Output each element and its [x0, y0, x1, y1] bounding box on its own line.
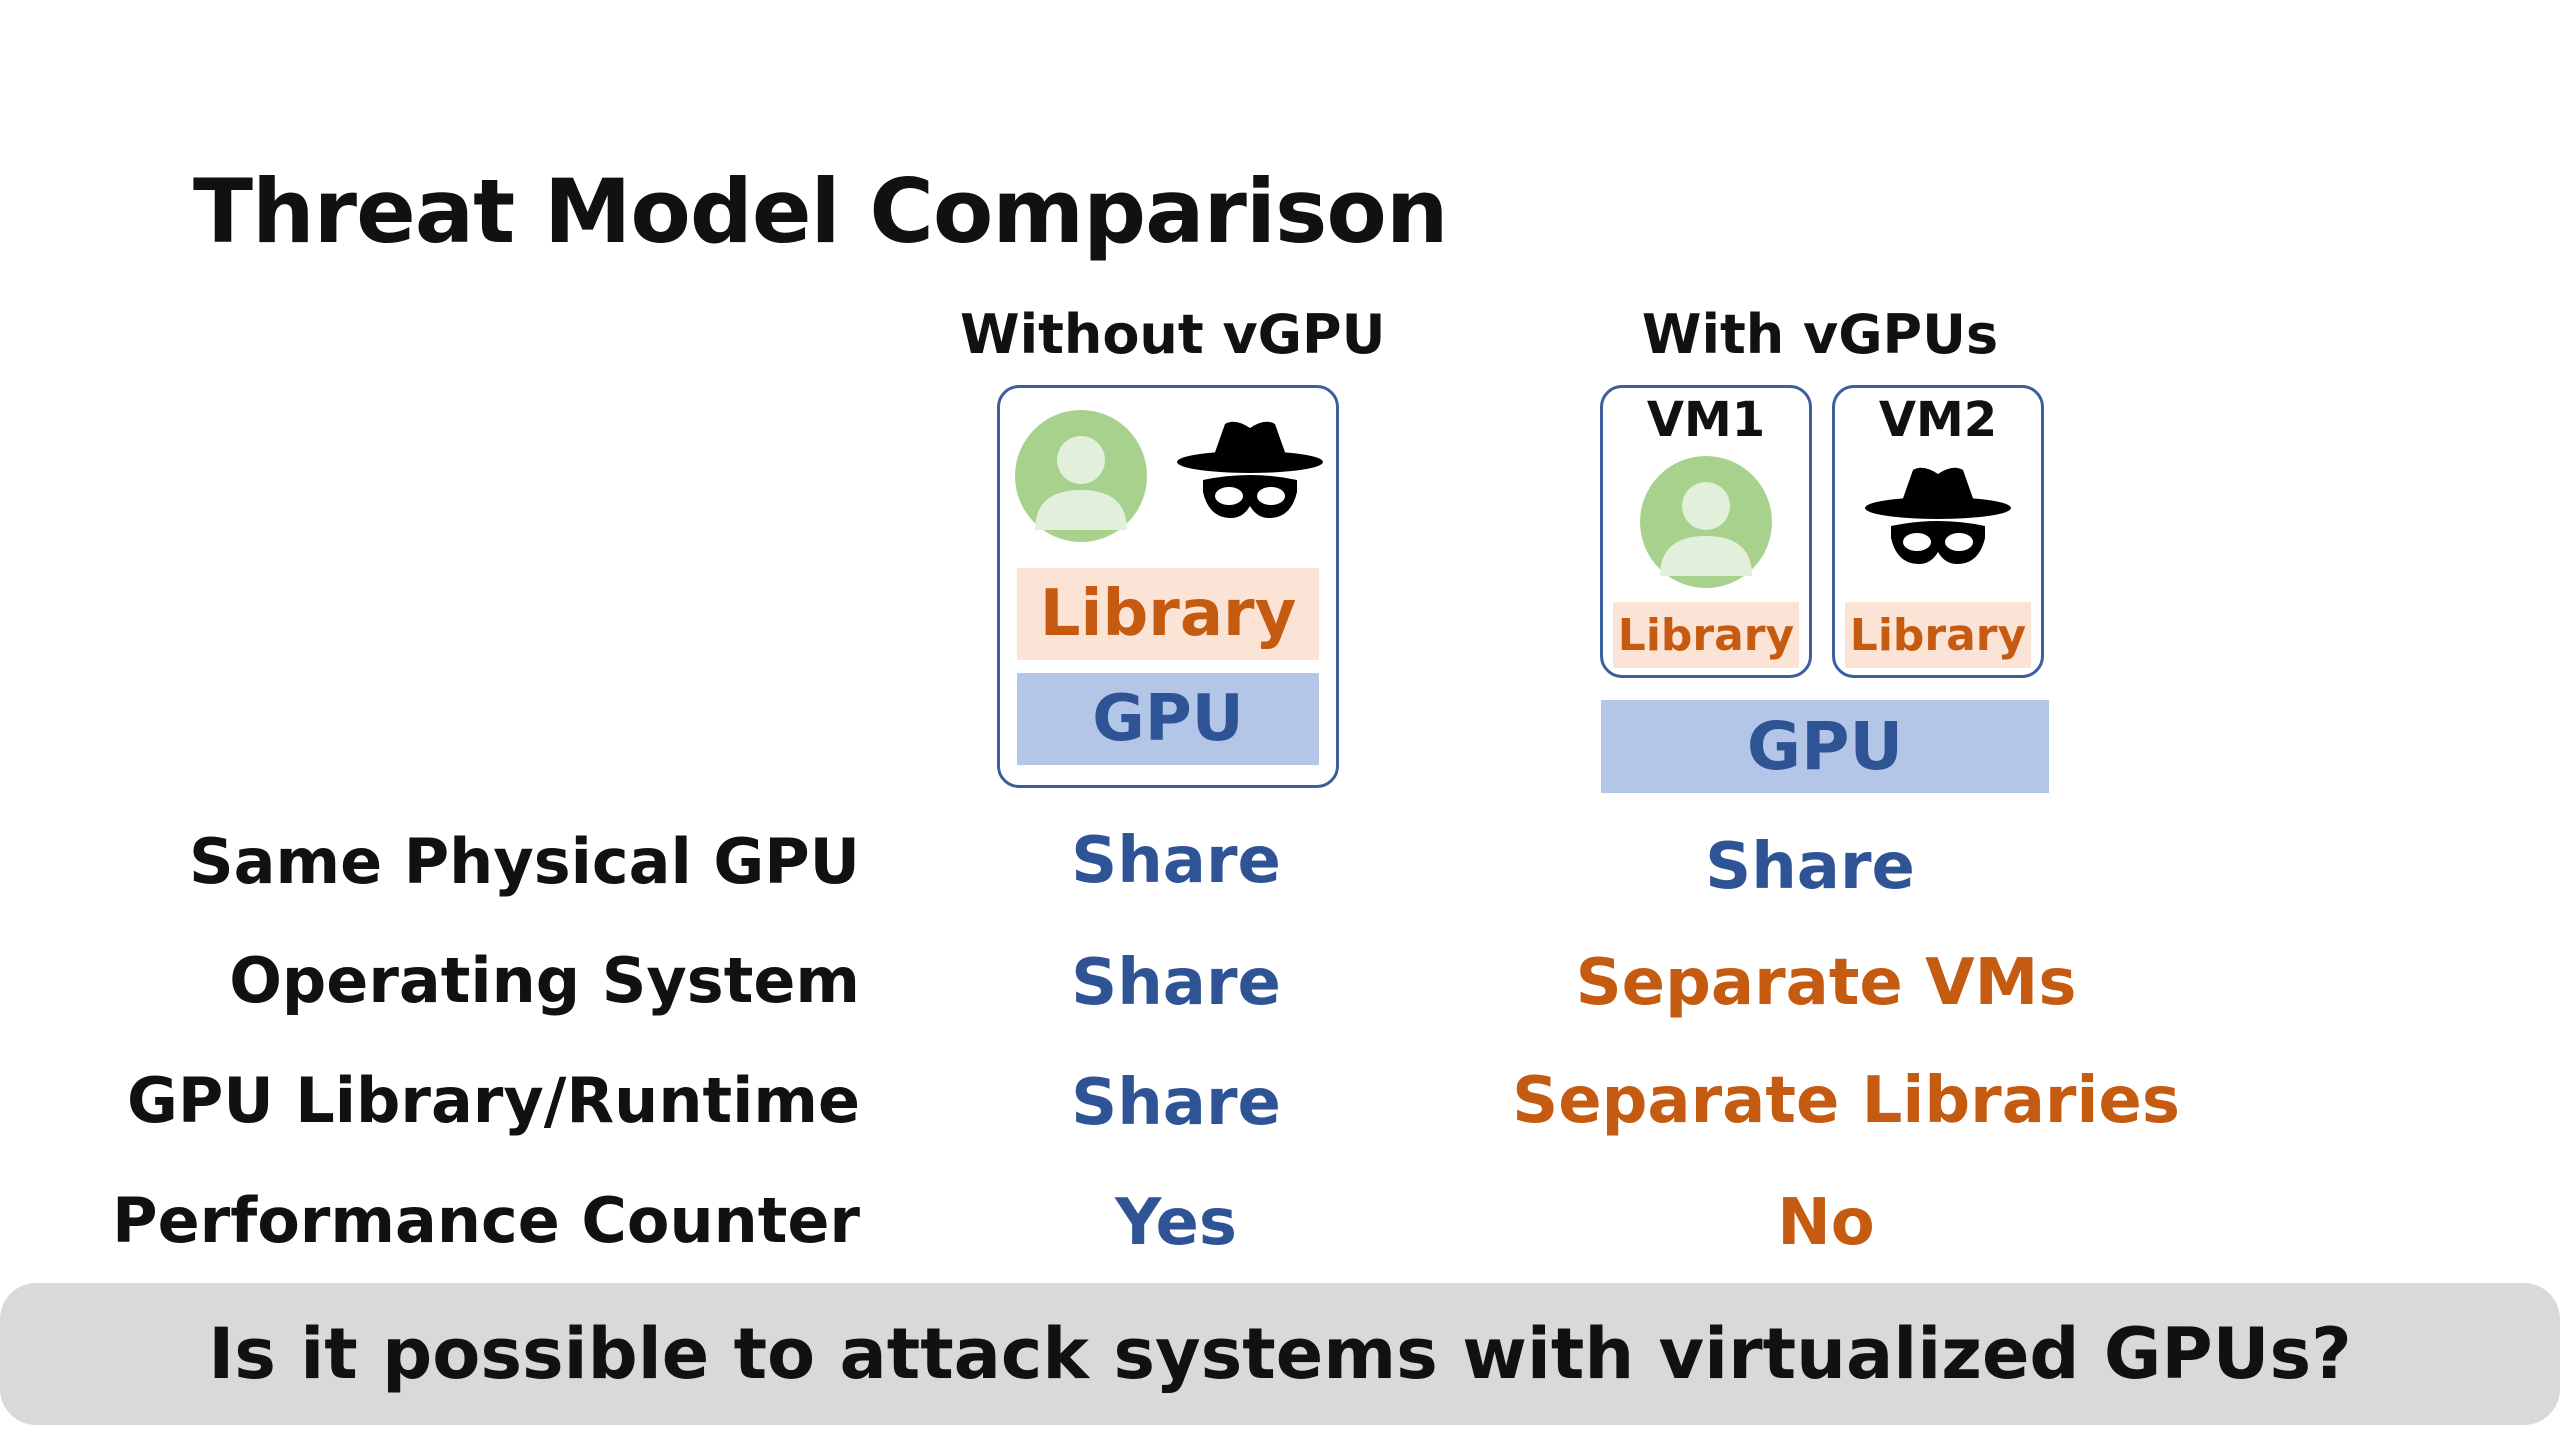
- vm1-label: VM1: [1646, 392, 1766, 448]
- gpu-box: GPU: [1017, 673, 1319, 765]
- without-value-gpu-library-runtime: Share: [1071, 1066, 1281, 1140]
- library-box: Library: [1017, 568, 1319, 660]
- user-avatar-icon: [1015, 410, 1147, 542]
- row-label-gpu-library-runtime: GPU Library/Runtime: [126, 1064, 860, 1137]
- spy-hat-mask-icon: [1865, 467, 2011, 564]
- vm2-card: VM2 Library: [1832, 385, 2044, 678]
- vm1-library-box: Library: [1613, 602, 1799, 668]
- with-value-performance-counter: No: [1777, 1186, 1875, 1260]
- bottom-question-text: Is it possible to attack systems with vi…: [208, 1313, 2352, 1395]
- without-value-operating-system: Share: [1071, 946, 1281, 1020]
- with-value-operating-system: Separate VMs: [1575, 946, 2077, 1020]
- spy-hat-mask-icon: [1177, 421, 1323, 518]
- with-value-same-physical-gpu: Share: [1705, 830, 1915, 904]
- bottom-question-bar: Is it possible to attack systems with vi…: [0, 1283, 2560, 1425]
- vm1-card: VM1 Library: [1600, 385, 1812, 678]
- row-label-operating-system: Operating System: [229, 944, 860, 1017]
- row-label-performance-counter: Performance Counter: [112, 1184, 860, 1257]
- without-vgpu-card: Library GPU: [997, 385, 1339, 788]
- row-label-same-physical-gpu: Same Physical GPU: [189, 825, 860, 898]
- column-heading-without-vgpu: Without vGPU: [960, 303, 1386, 366]
- with-value-gpu-library-runtime: Separate Libraries: [1512, 1064, 2180, 1138]
- shared-gpu-box: GPU: [1601, 700, 2049, 793]
- vm2-label: VM2: [1878, 392, 1998, 448]
- without-value-same-physical-gpu: Share: [1071, 824, 1281, 898]
- page-title: Threat Model Comparison: [193, 160, 1449, 263]
- user-avatar-icon: [1640, 456, 1772, 588]
- column-heading-with-vgpus: With vGPUs: [1641, 303, 1999, 366]
- without-value-performance-counter: Yes: [1115, 1186, 1237, 1260]
- vm2-library-box: Library: [1845, 602, 2031, 668]
